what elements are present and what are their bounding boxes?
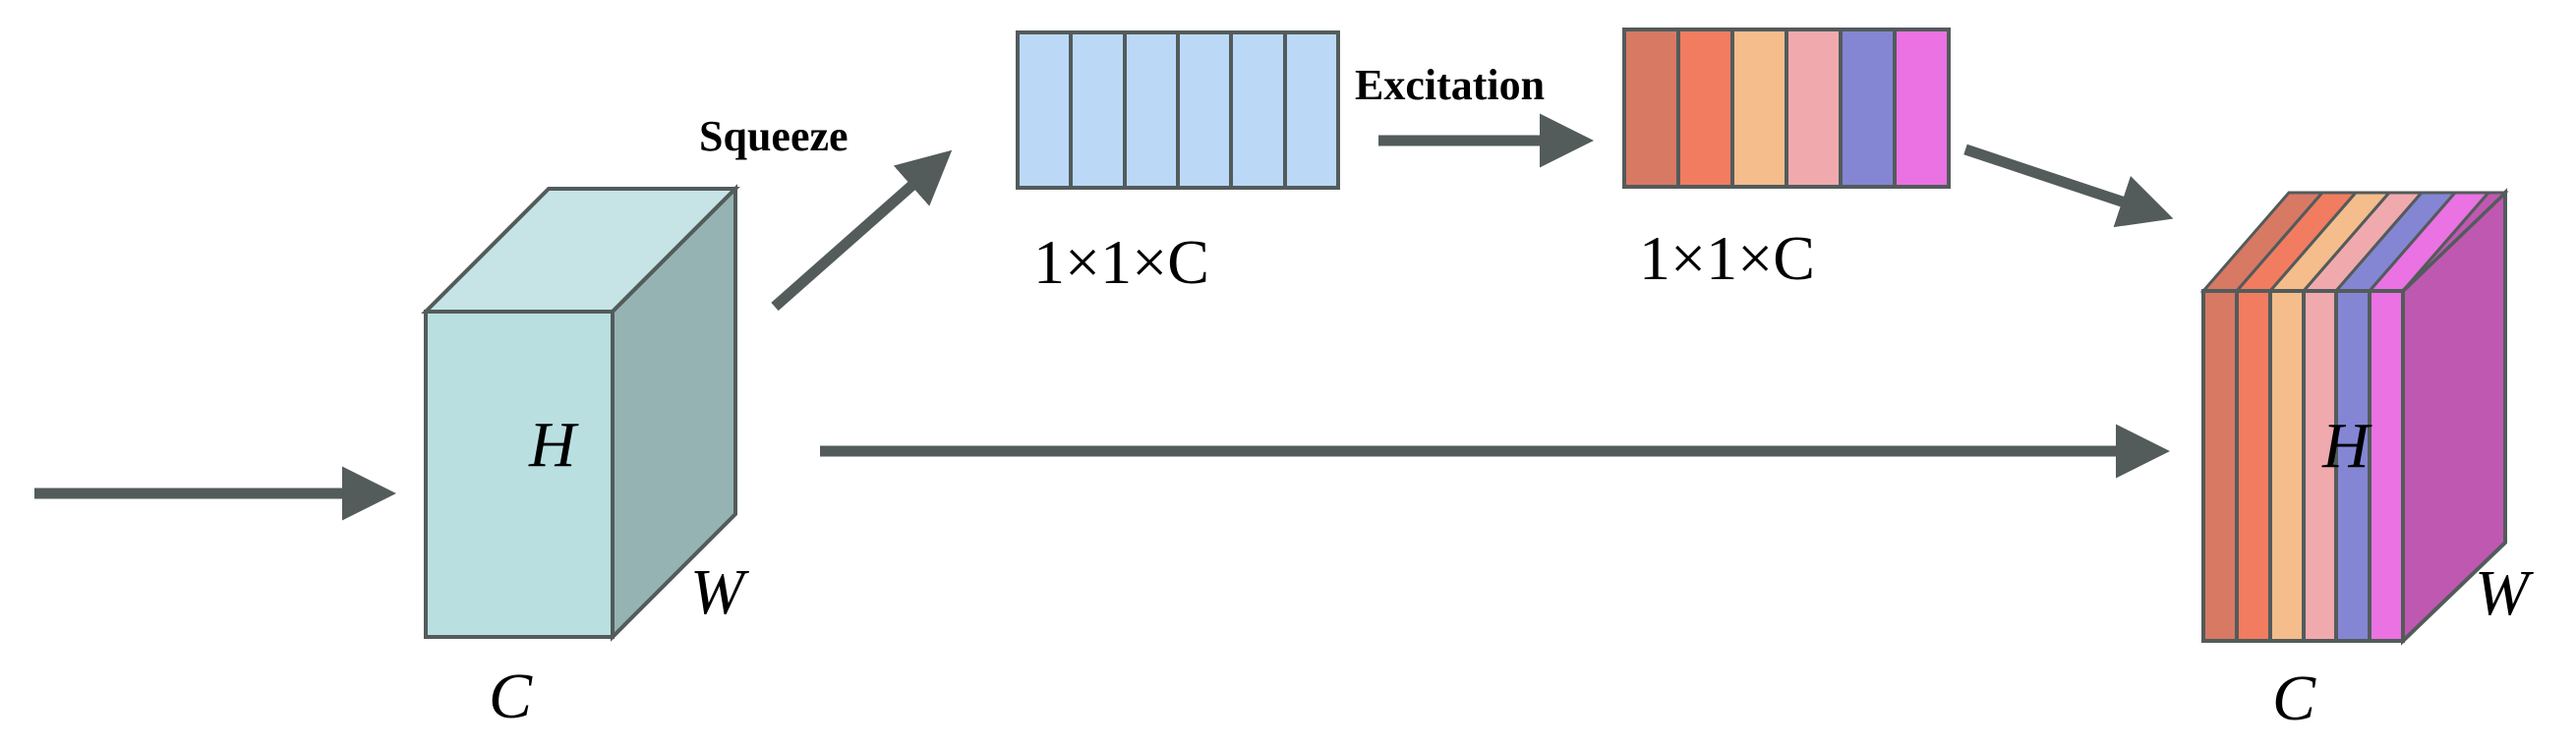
squeeze-vector-dims: 1×1×C xyxy=(1033,227,1209,297)
squeeze-arrow xyxy=(771,149,953,312)
excitation-vector xyxy=(1622,28,1951,189)
output-w-label: W xyxy=(2475,557,2534,629)
output-c-label: C xyxy=(2272,662,2316,734)
excitation-vector-dims: 1×1×C xyxy=(1639,223,1815,293)
input-cube-front xyxy=(424,310,615,639)
input-h-label: H xyxy=(528,409,579,481)
output-feature-cube: H W C xyxy=(2199,188,2534,734)
output-h-label: H xyxy=(2321,410,2372,482)
excitation-label: Excitation xyxy=(1355,61,1545,109)
squeeze-vector xyxy=(1016,30,1340,190)
scale-arrow xyxy=(1963,144,2174,228)
input-feature-cube: H W C xyxy=(421,184,749,732)
input-w-label: W xyxy=(690,556,749,628)
squeeze-label: Squeeze xyxy=(699,112,849,160)
input-c-label: C xyxy=(489,661,533,732)
